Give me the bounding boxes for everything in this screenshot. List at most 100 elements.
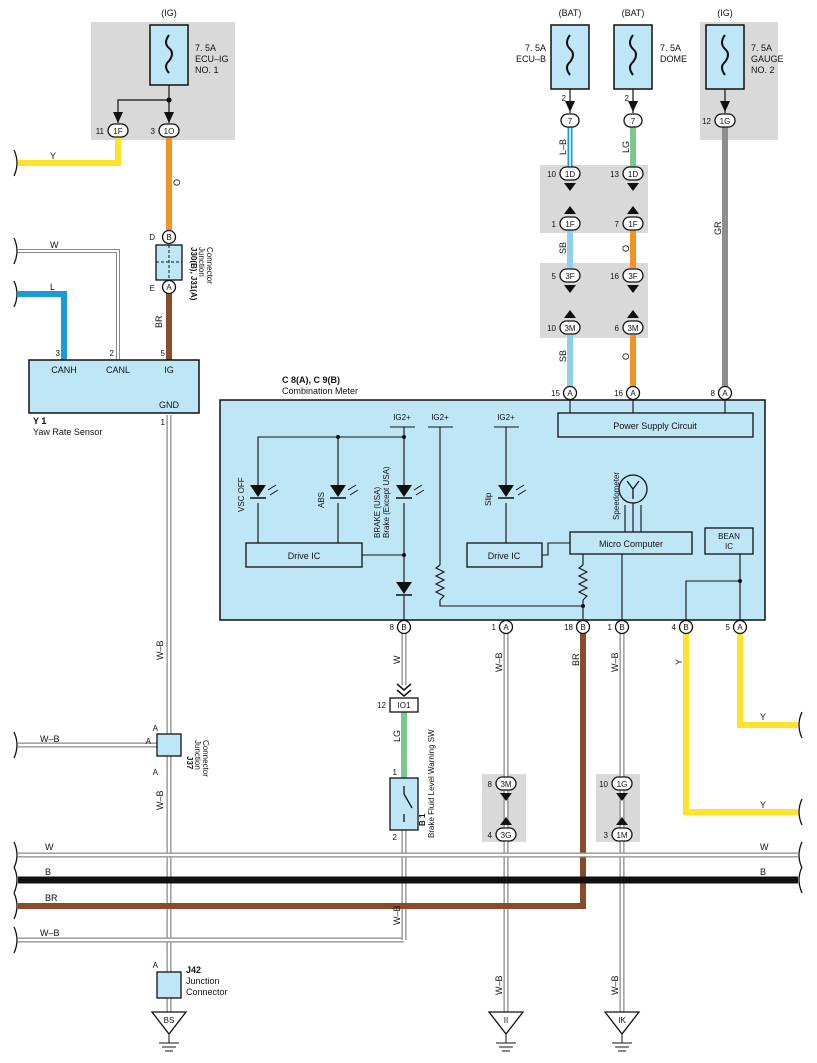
yaw-id: Y 1: [33, 416, 46, 426]
fuse-gauge: [705, 24, 745, 90]
abs-label: ABS: [317, 492, 326, 508]
pin-13: 13: [610, 170, 619, 179]
drive-ic-left: [245, 542, 363, 568]
yaw-pin-3: 3: [56, 349, 61, 358]
j30-pin-e: E: [150, 284, 155, 293]
j37-pin-a-top: A: [153, 724, 159, 733]
fuse-ecub-name: ECU–B: [516, 54, 546, 64]
pin-4-3g: 4: [488, 831, 493, 840]
conn-1f-b: 1F: [628, 220, 637, 229]
meter-bottom-terminals: [396, 619, 748, 635]
meter-term-1a: A: [503, 623, 509, 632]
label-y-4b-right: Y: [760, 800, 766, 810]
meter-term-18b: B: [580, 623, 585, 632]
wire-w-yaw-inner: [18, 250, 119, 360]
fuse-ig1: [149, 24, 189, 86]
junction-j37: [156, 733, 182, 757]
fuse-ecub-source: (BAT): [559, 8, 582, 18]
fuse-gauge-name1: GAUGE: [751, 54, 784, 64]
pin-2-dome: 2: [625, 94, 630, 103]
speedometer-icon: [618, 474, 648, 504]
pin-7-1f: 7: [615, 220, 620, 229]
pin-5-3f: 5: [552, 272, 557, 281]
yaw-pin-1: 1: [161, 418, 166, 427]
meter-pin-16a: A: [630, 389, 636, 398]
connector-pills: [107, 113, 736, 842]
brake-pin-2: 2: [393, 833, 398, 842]
led-abs-icon: [330, 484, 359, 499]
label-b-bus-right: B: [760, 867, 766, 877]
bean-ic: [704, 527, 754, 555]
connector-io1: [389, 697, 419, 713]
junction-j30: [155, 229, 183, 295]
io1-pin-12: 12: [377, 701, 386, 710]
label-w-brake: W: [392, 655, 402, 664]
label-sb-1: SB: [558, 242, 568, 254]
conn-3m-a: 3M: [564, 324, 575, 333]
meter-internal-wiring: [257, 400, 741, 620]
led-brake-icon: [396, 484, 425, 499]
meter-id: C 8(A), C 9(B): [282, 375, 340, 385]
meter-num-5a: 5: [726, 623, 731, 632]
ground-ii-label: II: [504, 1016, 508, 1025]
speedometer-label: Speedometer: [612, 472, 621, 520]
yaw-canl: CANL: [106, 365, 130, 375]
label-sb-2: SB: [558, 350, 568, 362]
ground-ik-label: IK: [618, 1016, 626, 1025]
fuse-dome-rating: 7. 5A: [660, 43, 681, 53]
wire-y-4b: [683, 633, 798, 815]
ig2-label-2: IG2+: [431, 413, 449, 422]
label-o-1: O: [621, 245, 631, 252]
label-o-2: O: [621, 353, 631, 360]
yaw-gnd: GND: [159, 400, 180, 410]
pin-6-3m: 6: [615, 324, 620, 333]
label-y-4b: Y: [674, 659, 684, 665]
meter-num-8b: 8: [390, 623, 395, 632]
label-wb-bottom: W–B: [40, 928, 60, 938]
ig2-label-1: IG2+: [393, 413, 411, 422]
j30-pin-b: B: [166, 233, 171, 242]
label-br-18b: BR: [571, 653, 581, 666]
diode: [396, 582, 412, 596]
meter-term-4b: B: [683, 623, 688, 632]
meter-num-8a: 8: [711, 389, 716, 398]
conn-3g: 3G: [501, 831, 512, 840]
fuse-dome: [613, 24, 653, 90]
meter-term-8b: B: [401, 623, 406, 632]
conn-3f-b: 3F: [628, 272, 637, 281]
wire-br-bus: [18, 633, 586, 909]
drive-ic-right-label: Drive IC: [488, 551, 521, 561]
vsc-off-label: VSC OFF: [237, 477, 246, 512]
label-wb-1b: W–B: [610, 652, 620, 672]
fuse-ig1-rating: 7. 5A: [195, 43, 216, 53]
label-wb-brake: W–B: [392, 905, 402, 925]
label-w-yaw: W: [50, 240, 59, 250]
label-br-bus: BR: [45, 893, 58, 903]
label-wb-yaw-2: W–B: [155, 790, 165, 810]
brake-pin-1: 1: [393, 768, 398, 777]
label-wb-ik: W–B: [610, 975, 620, 995]
j30-pin-a: A: [166, 283, 172, 292]
drive-ic-right: [466, 542, 543, 568]
wire-y-5a: [737, 633, 798, 728]
meter-term-1b: B: [619, 623, 624, 632]
yaw-rate-sensor: [28, 359, 200, 414]
resistor-left: [434, 564, 446, 601]
fuse-ig1-name1: ECU–IG: [195, 54, 229, 64]
label-wb-1a: W–B: [494, 652, 504, 672]
label-y-5a: Y: [760, 712, 766, 722]
conn-7-b: 7: [631, 117, 636, 126]
bean-label-2: IC: [725, 542, 733, 551]
meter-junction-dots: [336, 435, 742, 608]
yaw-name: Yaw Rate Sensor: [33, 427, 102, 437]
wire-w-yaw: [18, 249, 120, 360]
fuse-ig1-name2: NO. 1: [195, 65, 219, 75]
conn-1f-a: 1F: [565, 220, 574, 229]
brake-usa-label: BRAKE (USA): [373, 487, 382, 538]
slip-label: Slip: [484, 492, 493, 506]
pin-1-1f: 1: [552, 220, 557, 229]
conn-1m: 1M: [616, 831, 627, 840]
j30-label: J30(B), J31(A): [189, 247, 198, 301]
j37-pin-a-bottom: A: [153, 768, 159, 777]
power-supply-circuit: [557, 412, 754, 438]
